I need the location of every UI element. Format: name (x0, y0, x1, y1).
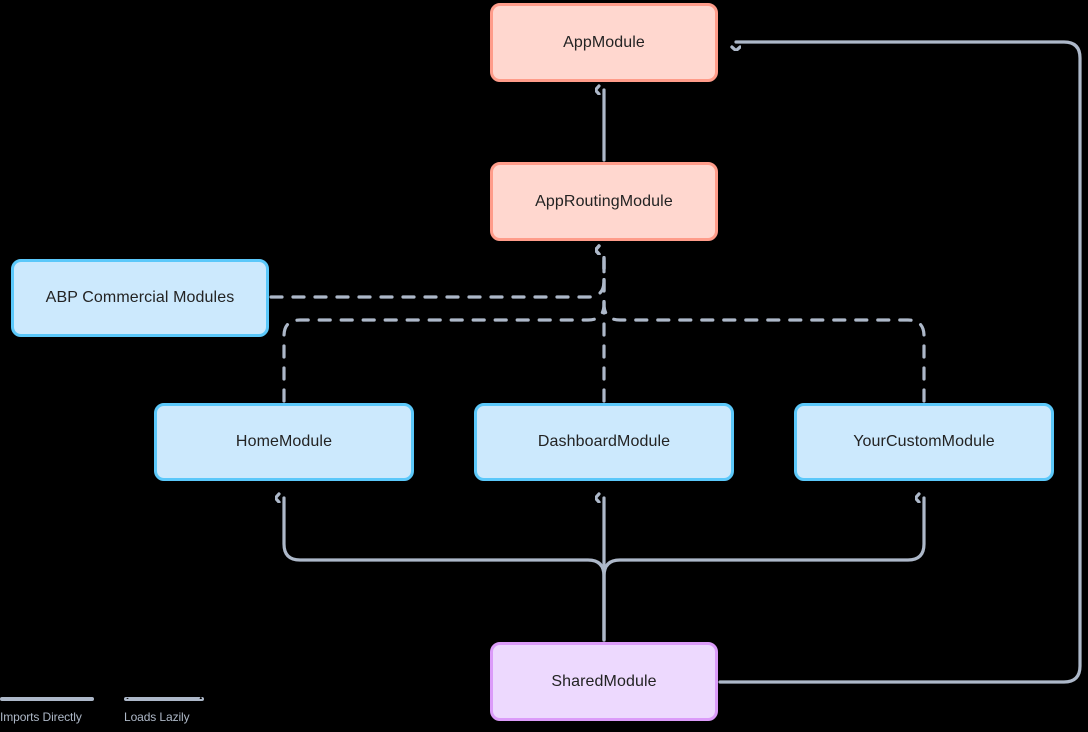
node-app-routing-module[interactable]: AppRoutingModule (490, 162, 718, 241)
node-label-home-module: HomeModule (235, 433, 333, 451)
edge-shared-to-home (284, 498, 606, 642)
node-app-module[interactable]: AppModule (490, 3, 718, 82)
node-your-custom-module[interactable]: YourCustomModule (794, 403, 1054, 481)
node-shared-module[interactable]: SharedModule (490, 642, 718, 721)
legend-item-loads-lazily: Loads Lazily (124, 697, 220, 724)
node-home-module[interactable]: HomeModule (154, 403, 414, 481)
edge-sharedmodule-to-appmodule (718, 40, 1082, 684)
node-label-abp-commercial-modules: ABP Commercial Modules (45, 289, 235, 307)
node-label-app-routing-module: AppRoutingModule (535, 192, 673, 210)
legend-item-imports-directly: Imports Directly (0, 697, 96, 724)
edge-shared-to-yourcustom (602, 498, 926, 642)
edge-abp-to-approuting (269, 250, 606, 299)
node-dashboard-module[interactable]: DashboardModule (474, 403, 734, 481)
node-label-shared-module: SharedModule (551, 672, 657, 690)
legend-label-loads-lazily: Loads Lazily (124, 710, 190, 724)
node-label-dashboard-module: DashboardModule (537, 433, 671, 451)
node-label-your-custom-module: YourCustomModule (853, 433, 995, 451)
legend-label-imports-directly: Imports Directly (0, 710, 82, 724)
node-label-app-module: AppModule (563, 33, 645, 51)
node-abp-commercial-modules[interactable]: ABP Commercial Modules (11, 259, 269, 337)
diagram-legend: Imports Directly Loads Lazily (0, 697, 240, 732)
legend-solid-line-icon (0, 697, 94, 701)
edge-yourcustom-to-approuting (604, 250, 926, 403)
edge-home-to-approuting (282, 250, 606, 403)
legend-dashed-line-icon (124, 697, 204, 701)
